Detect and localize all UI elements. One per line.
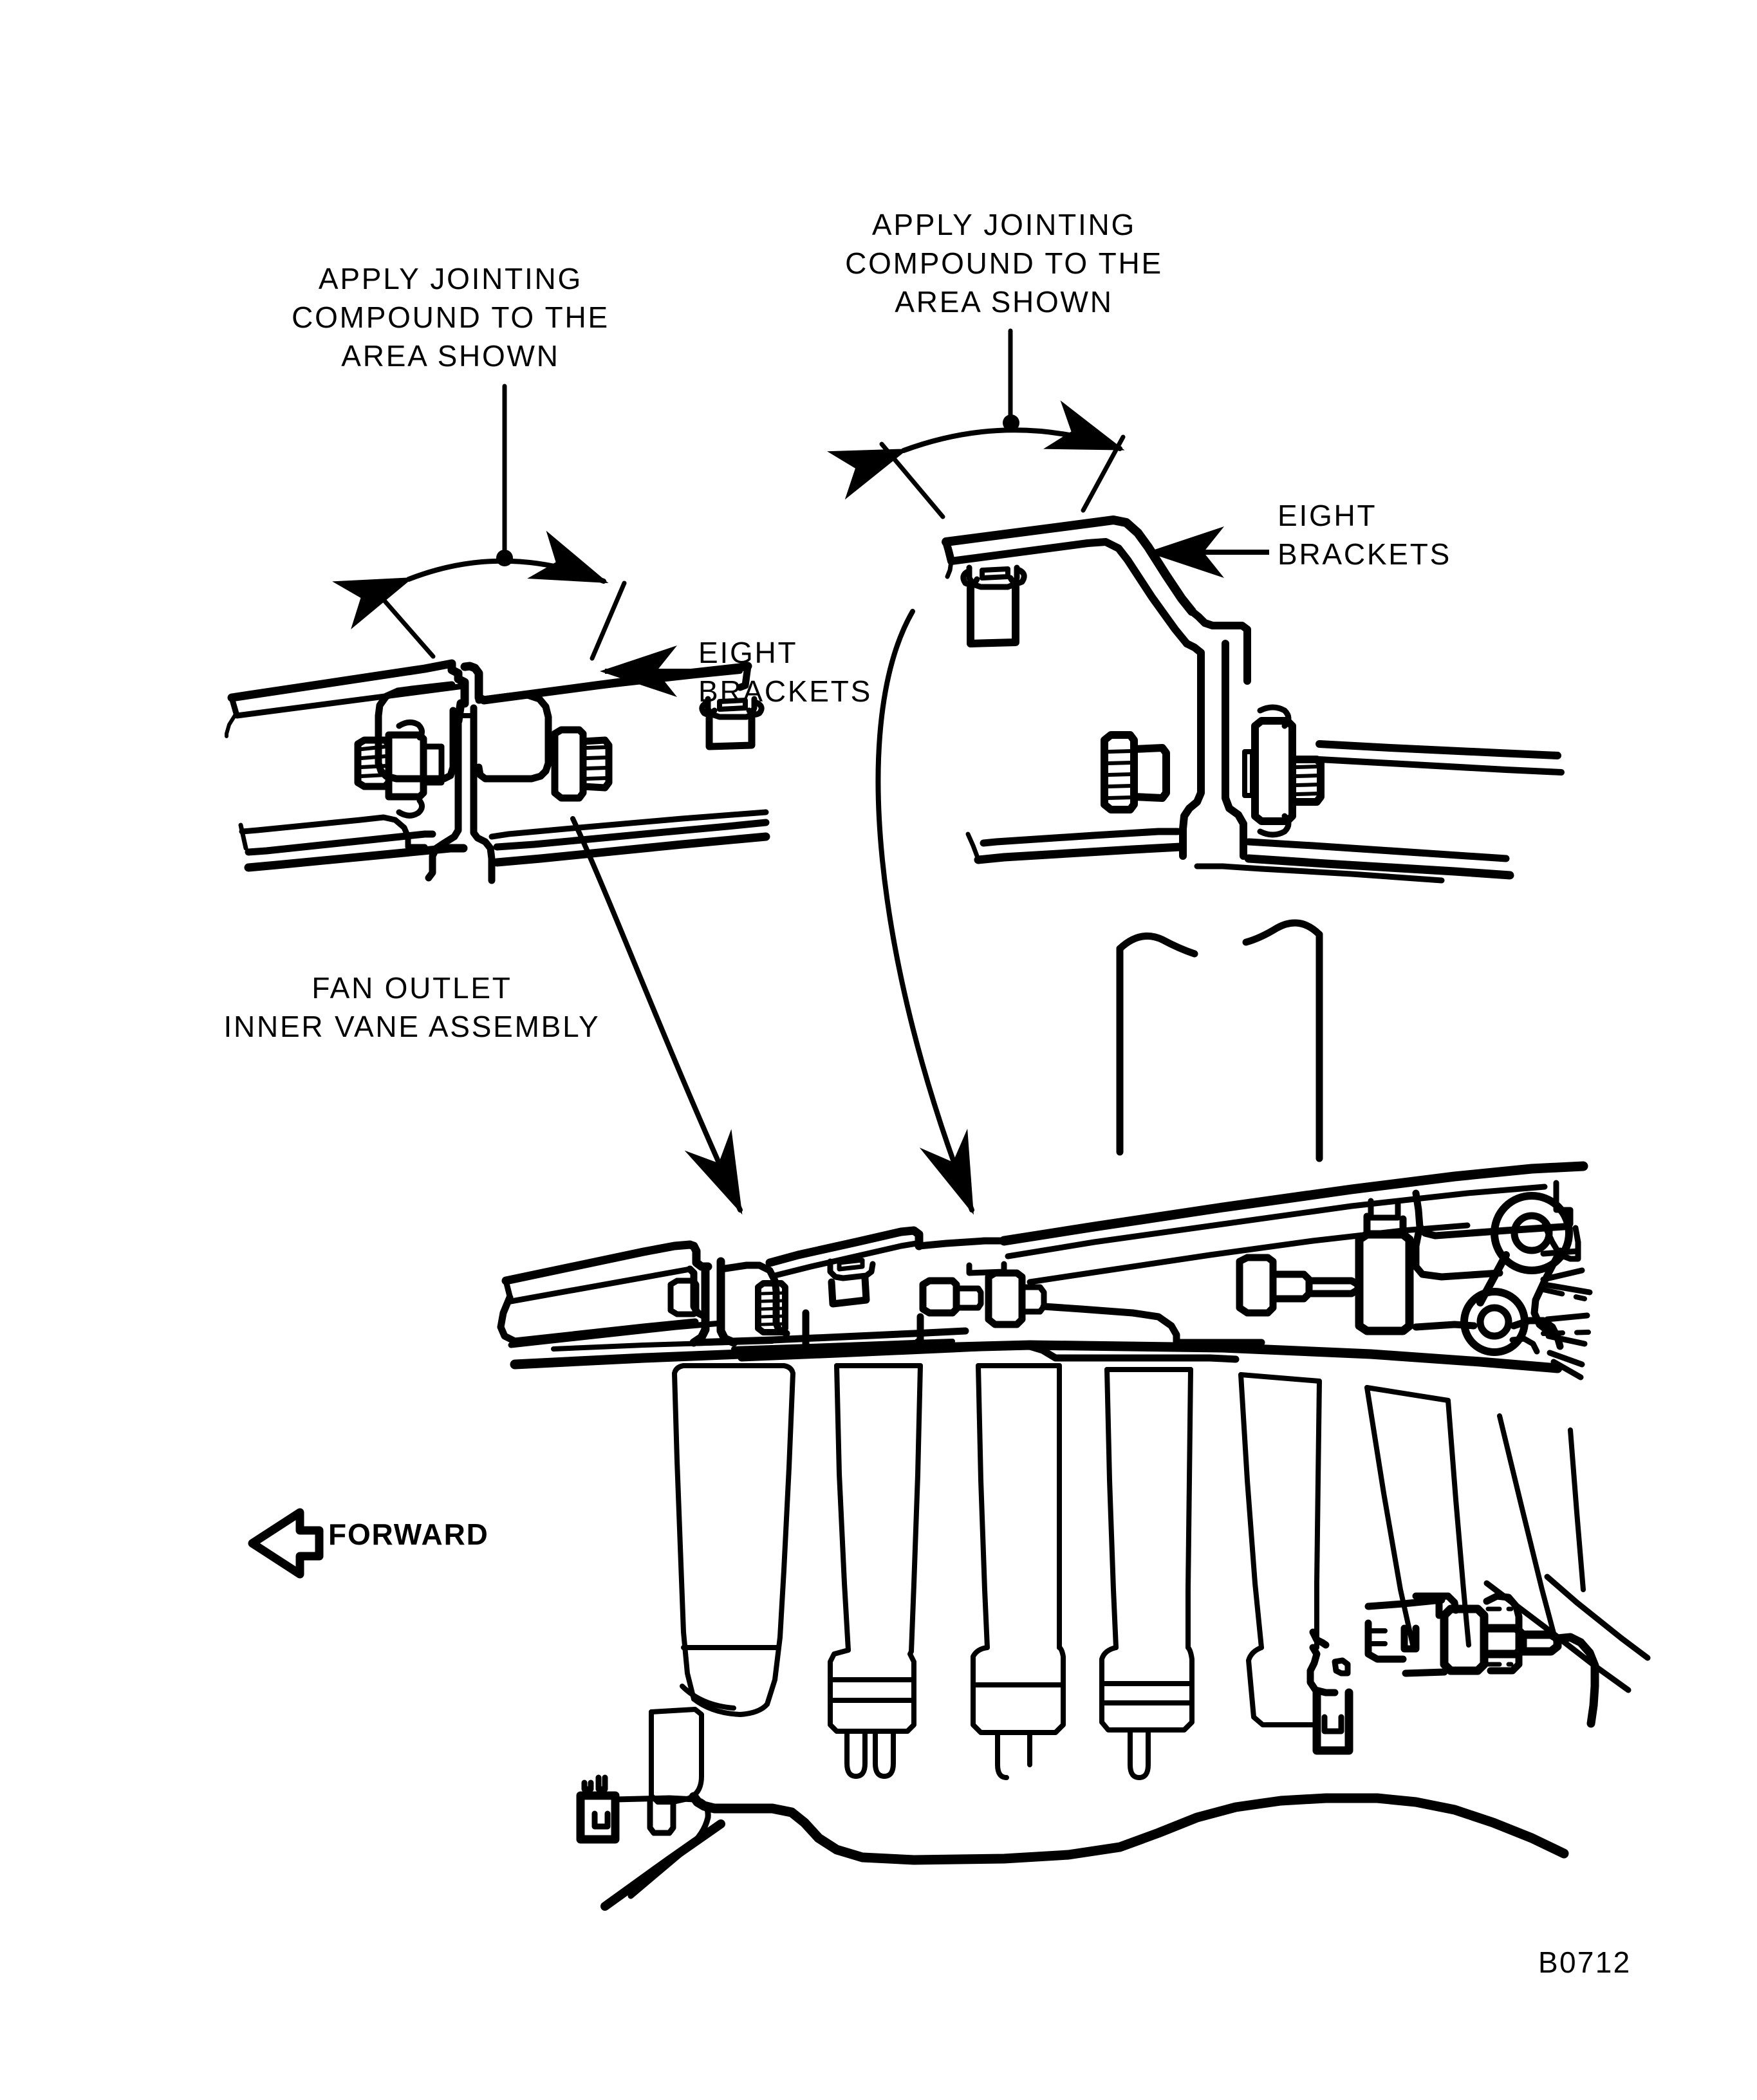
left-flange-joint-detail xyxy=(225,659,770,884)
left-arc-center-dot xyxy=(496,550,513,566)
right-arc-witness-lines xyxy=(879,434,1126,519)
forward-arrow-icon xyxy=(248,1508,324,1579)
right-arc-center-dot xyxy=(1003,414,1019,431)
right-flange-joint-detail xyxy=(942,516,1565,884)
main-assembly-upper-casing xyxy=(497,1161,1588,1373)
right-edge-break-lines xyxy=(1540,1248,1593,1380)
main-assembly-lower-hub xyxy=(576,1574,1651,1911)
callout-fan-outlet-inner-vane-assembly: FAN OUTLET INNER VANE ASSEMBLY xyxy=(223,971,600,1043)
left-arc-witness-lines xyxy=(373,581,627,661)
casing-break-lines xyxy=(1116,919,1323,1162)
figure-reference-code: B0712 xyxy=(1538,1946,1632,1979)
callout-forward-direction: FORWARD xyxy=(328,1518,489,1551)
left-detail-leader-arrow xyxy=(570,816,743,1215)
callout-eight-brackets-left: EIGHT BRACKETS xyxy=(698,636,873,708)
fan-outlet-vanes xyxy=(649,1363,1586,1805)
callout-apply-jointing-compound-left: APPLY JOINTING COMPOUND TO THE AREA SHOW… xyxy=(292,262,609,373)
right-apply-area-arc xyxy=(827,328,1125,500)
right-edge-break-lines-dashed xyxy=(1541,1287,1591,1336)
right-detail-leader-arrow xyxy=(875,609,974,1215)
callout-apply-jointing-compound-right: APPLY JOINTING COMPOUND TO THE AREA SHOW… xyxy=(845,208,1163,319)
callout-eight-brackets-right: EIGHT BRACKETS xyxy=(1278,499,1452,571)
